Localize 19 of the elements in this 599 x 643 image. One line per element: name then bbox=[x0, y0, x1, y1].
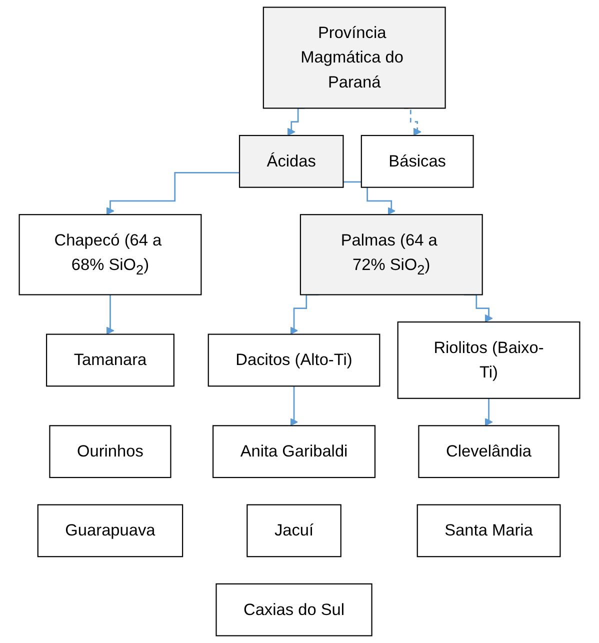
node-box bbox=[18, 214, 202, 296]
arrow bbox=[106, 294, 114, 335]
arrow bbox=[484, 398, 493, 426]
node-box bbox=[300, 214, 483, 296]
node-box bbox=[238, 134, 344, 188]
node-box bbox=[216, 583, 372, 636]
node-box bbox=[46, 334, 174, 387]
node-box bbox=[49, 425, 172, 478]
arrow bbox=[290, 385, 298, 426]
node-box bbox=[416, 504, 561, 558]
node-box bbox=[360, 134, 474, 188]
node-box bbox=[37, 504, 184, 558]
node-box bbox=[208, 334, 380, 387]
node-box bbox=[262, 6, 446, 109]
arrow bbox=[106, 172, 240, 215]
node-box bbox=[212, 425, 376, 478]
node-box bbox=[418, 425, 560, 478]
node-box bbox=[246, 504, 342, 558]
node-box bbox=[397, 321, 580, 399]
